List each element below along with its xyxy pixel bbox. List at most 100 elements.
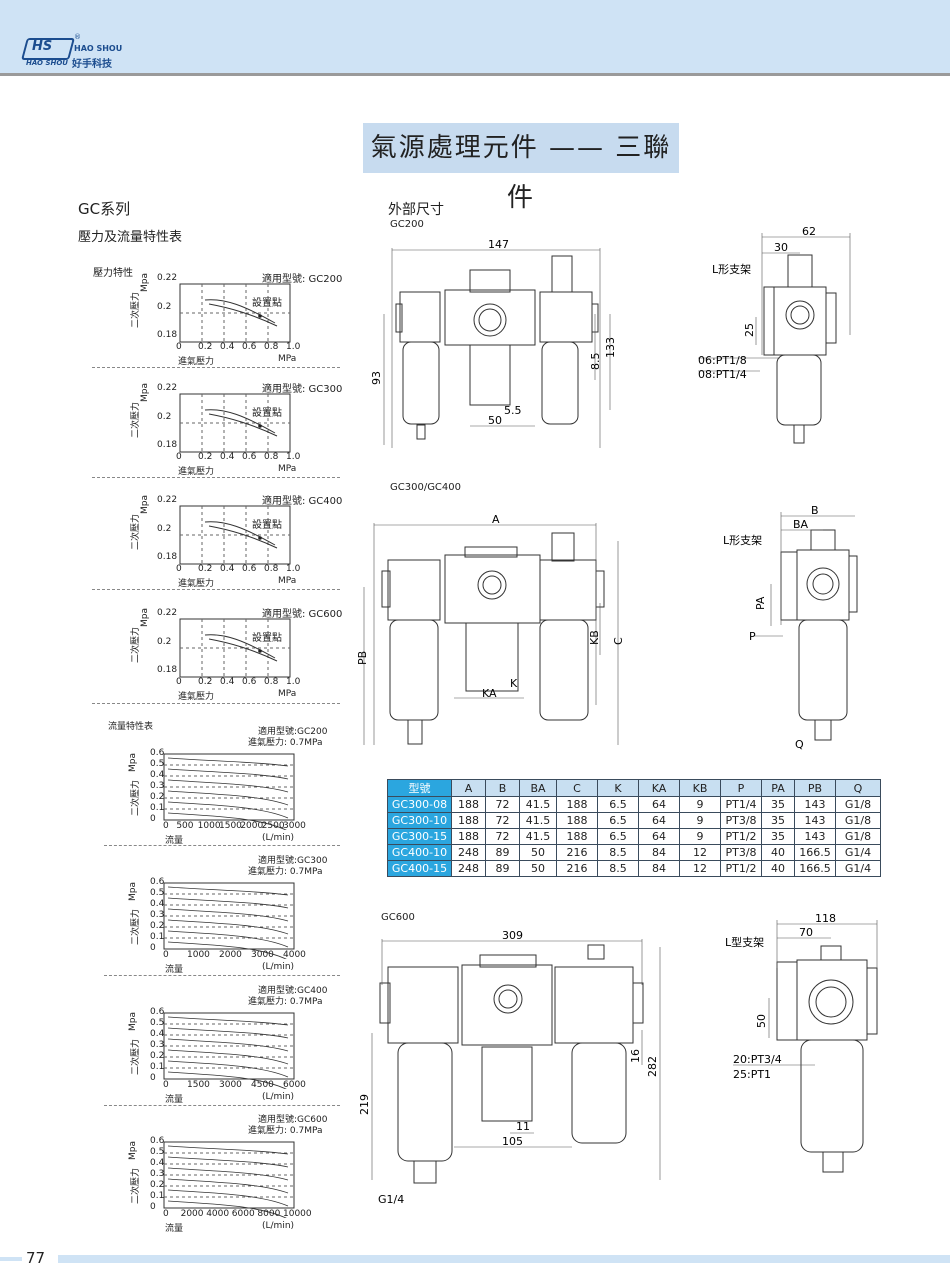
pressure-x-tick: 1.0 <box>286 564 301 574</box>
table-header: KB <box>679 779 721 797</box>
table-cell: PT3/8 <box>720 812 762 829</box>
pressure-x-tick: 0.8 <box>264 677 279 687</box>
dim-50: 50 <box>755 1014 768 1028</box>
flow-chart-model: 適用型號:GC300 <box>258 856 328 866</box>
pressure-chart <box>179 618 291 678</box>
dim-105: 105 <box>502 1135 523 1148</box>
pressure-y-tick: 0.2 <box>157 302 172 312</box>
pressure-x-tick: 0.8 <box>264 452 279 462</box>
dim-133: 133 <box>604 337 617 358</box>
table-header: KA <box>638 779 680 797</box>
pressure-x-tick: 0.2 <box>198 677 213 687</box>
dim-B: B <box>811 504 819 517</box>
table-cell: 84 <box>638 860 680 877</box>
set-point-label: 設置點 <box>252 520 282 531</box>
pressure-chart <box>179 283 291 343</box>
footer-bar <box>58 1255 950 1263</box>
pressure-x-tick: 0.2 <box>198 342 213 352</box>
flow-x-label: 流量 <box>165 1224 184 1234</box>
flow-chart-model: 適用型號:GC400 <box>258 986 328 996</box>
table-cell: 166.5 <box>794 844 836 861</box>
dim-K: K <box>510 677 518 690</box>
model-cell: GC300-08 <box>387 796 452 813</box>
separator <box>104 1105 340 1106</box>
pressure-x-label: 進氣壓力 <box>178 467 215 477</box>
bracket-label: L形支架 <box>712 263 751 276</box>
flow-x-tick: 10000 <box>283 1209 312 1219</box>
flow-y-label: 二次壓力 <box>131 779 141 816</box>
gc200-label: GC200 <box>390 219 424 230</box>
series-title: GC系列 <box>78 200 131 218</box>
table-cell: 40 <box>761 844 795 861</box>
flow-x-unit: (L/min) <box>262 1221 295 1231</box>
dim-219: 219 <box>358 1094 371 1115</box>
pressure-y-tick: 0.2 <box>157 524 172 534</box>
flow-y-unit: Mpa <box>128 1012 138 1031</box>
flow-x-tick: 2000 <box>180 1209 204 1219</box>
flow-y-tick: 0.5 <box>150 1018 165 1028</box>
table-cell: 188 <box>556 812 598 829</box>
table-cell: 89 <box>485 860 520 877</box>
flow-x-label: 流量 <box>165 836 184 846</box>
flow-y-tick: 0.1 <box>150 1191 165 1201</box>
pressure-y-unit: Mpa <box>140 383 150 402</box>
table-header: Q <box>835 779 881 797</box>
table-cell: 64 <box>638 828 680 845</box>
pressure-x-tick: 0 <box>176 564 182 574</box>
flow-y-tick: 0.2 <box>150 921 165 931</box>
flow-x-tick: 0 <box>163 821 169 831</box>
flow-x-tick: 8000 <box>257 1209 281 1219</box>
table-cell: 9 <box>679 796 721 813</box>
dim-Q: Q <box>795 738 804 751</box>
flow-x-unit: (L/min) <box>262 962 295 972</box>
table-cell: 188 <box>556 796 598 813</box>
table-header: PB <box>794 779 836 797</box>
flow-y-tick: 0.2 <box>150 1180 165 1190</box>
flow-y-label: 二次壓力 <box>131 908 141 945</box>
port-label-2: 08:PT1/4 <box>698 368 747 381</box>
dim-8-5: 8.5 <box>589 353 602 371</box>
table-cell: 188 <box>451 812 486 829</box>
dim-25: 25 <box>743 323 756 337</box>
pressure-chart-model: 適用型號: GC600 <box>262 609 343 620</box>
port-label-2: 25:PT1 <box>733 1068 771 1081</box>
pressure-x-tick: 0.8 <box>264 342 279 352</box>
gc600-side-drawing: 118 70 50 L型支架 20:PT3/4 25:PT1 <box>725 912 878 1173</box>
flow-y-unit: Mpa <box>128 753 138 772</box>
pressure-chart <box>179 393 291 453</box>
dim-A: A <box>492 513 500 526</box>
dim-BA: BA <box>793 518 809 531</box>
table-cell: G1/4 <box>835 860 881 877</box>
pressure-chart <box>179 505 291 565</box>
gc600-label: GC600 <box>381 912 415 923</box>
table-cell: 84 <box>638 844 680 861</box>
table-cell: 6.5 <box>597 796 639 813</box>
flow-chart-inlet: 進氣壓力: 0.7MPa <box>248 738 323 748</box>
flow-y-tick: 0.3 <box>150 1169 165 1179</box>
flow-chart <box>163 753 295 830</box>
flow-x-tick: 2500 <box>261 821 285 831</box>
flow-x-tick: 0 <box>163 1209 169 1219</box>
separator <box>92 703 340 704</box>
separator <box>92 477 340 478</box>
flow-x-tick: 4000 <box>283 950 306 960</box>
flow-y-unit: Mpa <box>128 1141 138 1160</box>
flow-x-unit: (L/min) <box>262 833 295 843</box>
table-cell: 143 <box>794 828 836 845</box>
model-cell: GC400-15 <box>387 860 452 877</box>
pressure-x-tick: 0.2 <box>198 564 213 574</box>
flow-y-tick: 0.6 <box>150 1136 165 1146</box>
gc300-label: GC300/GC400 <box>390 482 462 493</box>
flow-x-tick: 500 <box>176 821 194 831</box>
flow-y-tick: 0 <box>150 943 156 953</box>
pressure-y-tick: 0.22 <box>157 273 178 283</box>
flow-x-tick: 1000 <box>187 950 210 960</box>
table-cell: PT1/2 <box>720 828 762 845</box>
table-header: PA <box>761 779 795 797</box>
flow-chart-inlet: 進氣壓力: 0.7MPa <box>248 997 323 1007</box>
table-header: 型號 <box>387 779 452 797</box>
table-cell: 188 <box>451 828 486 845</box>
table-cell: 188 <box>556 828 598 845</box>
